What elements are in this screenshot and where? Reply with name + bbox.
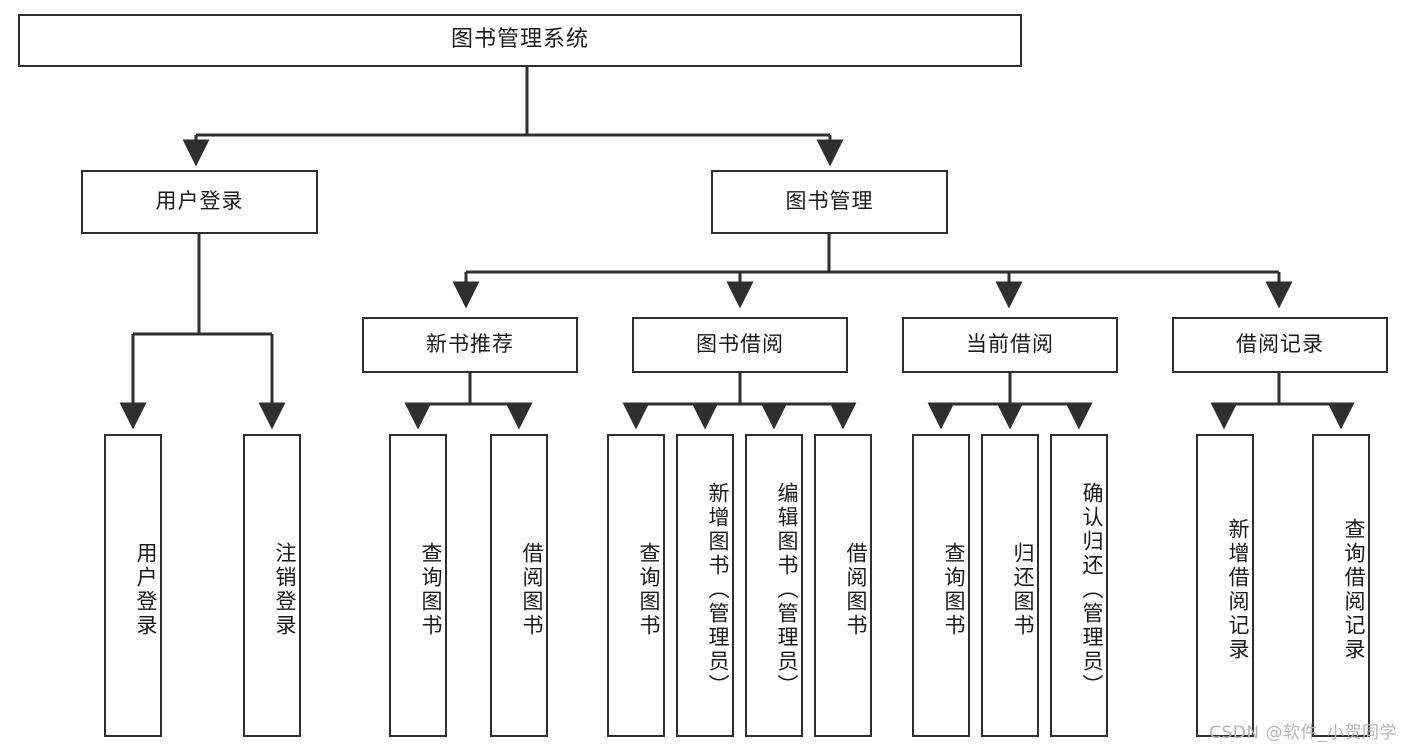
node-book-borrow[interactable]: 图书借阅 [632, 317, 848, 373]
node-new-book-recommend-label: 新书推荐 [426, 332, 514, 357]
node-leaf-query-book-2[interactable]: 查询图书 [607, 434, 665, 737]
node-leaf-borrow-book-2-label: 借阅图书 [844, 541, 868, 638]
node-leaf-query-book-1[interactable]: 查询图书 [389, 434, 447, 737]
node-book-borrow-label: 图书借阅 [696, 332, 784, 357]
node-leaf-confirm-return-label: 确认归还（管理员） [1080, 481, 1104, 698]
node-leaf-borrow-book-2[interactable]: 借阅图书 [814, 434, 872, 737]
node-leaf-borrow-book-1[interactable]: 借阅图书 [490, 434, 548, 737]
node-root-system[interactable]: 图书管理系统 [18, 14, 1022, 67]
node-leaf-query-record[interactable]: 查询借阅记录 [1312, 434, 1370, 737]
node-leaf-query-book-1-label: 查询图书 [419, 541, 443, 638]
node-root-system-label: 图书管理系统 [450, 27, 589, 53]
node-user-login[interactable]: 用户登录 [81, 170, 318, 234]
node-book-management-label: 图书管理 [785, 189, 874, 214]
node-leaf-add-book-label: 新增图书（管理员） [706, 481, 730, 698]
node-leaf-query-record-label: 查询借阅记录 [1342, 517, 1366, 662]
node-leaf-edit-book[interactable]: 编辑图书（管理员） [745, 434, 803, 737]
node-leaf-logout-login[interactable]: 注销登录 [243, 434, 301, 737]
node-leaf-query-book-3-label: 查询图书 [942, 541, 966, 638]
node-new-book-recommend[interactable]: 新书推荐 [362, 317, 578, 373]
node-leaf-edit-book-label: 编辑图书（管理员） [775, 481, 799, 698]
node-leaf-user-login-label: 用户登录 [134, 541, 158, 638]
node-user-login-label: 用户登录 [155, 189, 244, 214]
node-leaf-add-record[interactable]: 新增借阅记录 [1196, 434, 1254, 737]
node-leaf-add-record-label: 新增借阅记录 [1226, 517, 1250, 662]
node-leaf-return-book-label: 归还图书 [1011, 541, 1035, 638]
node-leaf-confirm-return[interactable]: 确认归还（管理员） [1050, 434, 1108, 737]
node-current-borrow-label: 当前借阅 [966, 332, 1054, 357]
node-leaf-query-book-2-label: 查询图书 [637, 541, 661, 638]
node-borrow-record[interactable]: 借阅记录 [1172, 317, 1388, 373]
node-book-management[interactable]: 图书管理 [711, 170, 948, 234]
node-leaf-return-book[interactable]: 归还图书 [981, 434, 1039, 737]
node-leaf-add-book[interactable]: 新增图书（管理员） [676, 434, 734, 737]
node-leaf-borrow-book-1-label: 借阅图书 [520, 541, 544, 638]
node-borrow-record-label: 借阅记录 [1236, 332, 1324, 357]
node-current-borrow[interactable]: 当前借阅 [902, 317, 1118, 373]
node-leaf-user-login[interactable]: 用户登录 [104, 434, 162, 737]
node-leaf-query-book-3[interactable]: 查询图书 [912, 434, 970, 737]
node-leaf-logout-login-label: 注销登录 [273, 541, 297, 638]
